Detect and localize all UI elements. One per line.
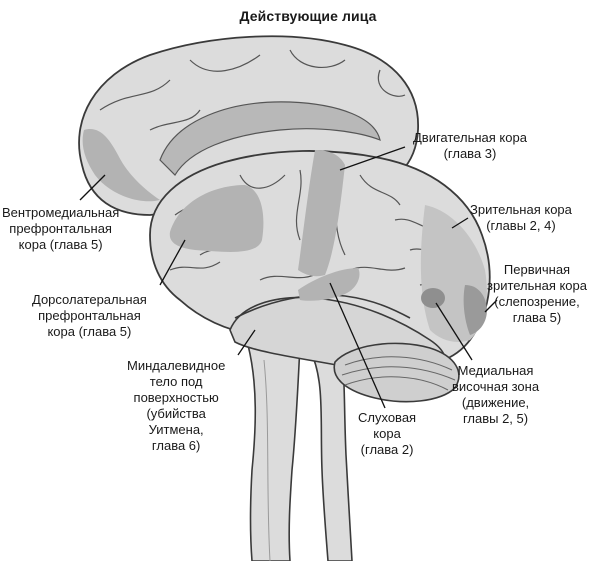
leader-vmpfc: [79, 174, 106, 201]
leader-primary: [484, 299, 498, 313]
leader-mt: [435, 302, 473, 361]
leader-visual: [451, 217, 469, 229]
spinal-cord: [246, 344, 301, 561]
label-primary-visual-cortex: Первичная зрительная кора (слепозрение, …: [487, 262, 588, 325]
label-auditory-cortex: Слуховая кора (глава 2): [358, 410, 417, 457]
label-motor-cortex: Двигательная кора (глава 3): [413, 130, 527, 161]
mt-region: [421, 288, 445, 308]
label-medial-temporal-area: Медиальная височная зона (движение, глав…: [452, 363, 540, 426]
dorsolateral-region: [169, 185, 264, 252]
ventromedial-region: [82, 129, 160, 202]
label-amygdala: Миндалевидное тело под поверхностью (уби…: [127, 358, 226, 453]
label-ventromedial-pfc: Вентромедиальная префронтальная кора (гл…: [2, 205, 120, 252]
leader-dlpfc: [159, 239, 186, 286]
primary-visual-region: [463, 285, 487, 335]
motor-region: [298, 150, 345, 277]
diagram-title: Действующие лица: [239, 8, 377, 24]
leader-motor: [339, 146, 406, 171]
leader-amygdala: [237, 329, 256, 356]
cerebellum: [333, 342, 460, 403]
auditory-region: [298, 268, 360, 301]
label-dorsolateral-pfc: Дорсолатеральная префронтальная кора (гл…: [32, 292, 147, 339]
label-visual-cortex: Зрительная кора (главы 2, 4): [470, 202, 572, 233]
leader-auditory: [329, 282, 386, 409]
